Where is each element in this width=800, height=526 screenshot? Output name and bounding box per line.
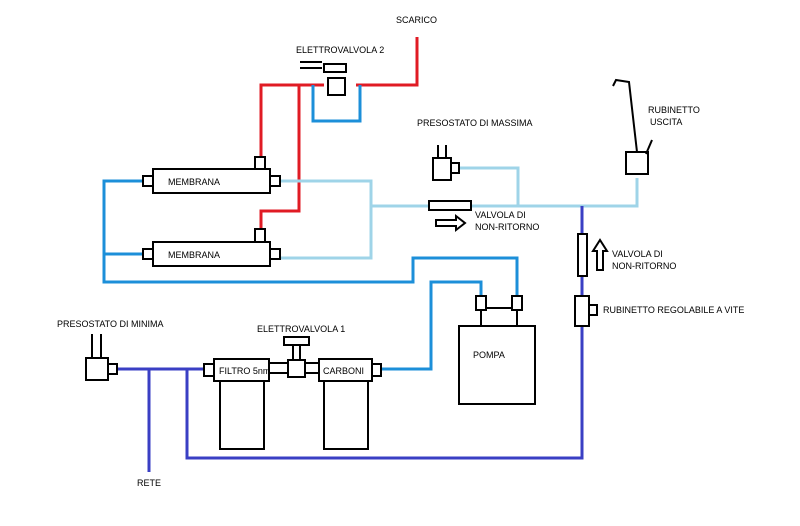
- label-valvola-nr-h-2: NON-RITORNO: [475, 222, 539, 232]
- membrane-bottom-outlet: [269, 248, 281, 260]
- screw-tap-knob: [588, 304, 598, 316]
- label-rubinetto-uscita-2: USCITA: [650, 117, 682, 127]
- valve1-left-port: [268, 362, 289, 374]
- label-valvola-nr-h-1: VALVOLA DI: [475, 210, 526, 220]
- valve1-right-port: [304, 362, 320, 374]
- pump-body: [458, 325, 536, 405]
- pressure-max-body: [432, 157, 452, 181]
- pressure-switch-min: [85, 334, 118, 381]
- screw-tap-body: [574, 295, 590, 327]
- label-membrana-top: MEMBRANA: [168, 177, 220, 187]
- adjustable-screw-tap: [574, 295, 598, 327]
- permeate-top: [280, 179, 373, 260]
- label-elettrovalvola-1: ELETTROVALVOLA 1: [257, 324, 345, 334]
- pump: [458, 295, 536, 405]
- filter-inlet-port: [203, 363, 215, 377]
- carbon-outlet-port: [371, 363, 382, 377]
- label-filtro: FILTRO 5nm: [219, 366, 270, 376]
- valve2-body: [327, 77, 346, 96]
- membrane-top-drain: [254, 156, 266, 170]
- check-valve-vertical: [577, 233, 609, 277]
- feed-to-tap: [185, 326, 584, 460]
- membrane-top: [142, 156, 281, 194]
- discharge-pipe-main: [356, 37, 419, 87]
- label-membrana-bottom: MEMBRANA: [168, 250, 220, 260]
- membrane-bottom-inlet: [142, 248, 154, 260]
- pump-inlet-pipe: [371, 280, 483, 371]
- pressure-max-port: [450, 162, 460, 174]
- valve1-top: [283, 336, 310, 346]
- treated-pipes: [102, 85, 519, 371]
- label-valvola-nr-v-1: VALVOLA DI: [612, 249, 663, 259]
- feed-pipes: [117, 206, 584, 472]
- discharge-pipes: [259, 37, 419, 229]
- membrane-top-outlet: [269, 175, 281, 187]
- valve1-body: [287, 359, 306, 378]
- membrane-bottom: [142, 228, 281, 267]
- pump-outlet: [511, 295, 523, 311]
- label-valvola-nr-v-2: NON-RITORNO: [612, 261, 676, 271]
- membrane-top-inlet: [142, 175, 154, 187]
- label-rubinetto-uscita-1: RUBINETTO: [648, 105, 700, 115]
- permeate-main: [371, 178, 639, 208]
- membrane-bottom-drain: [254, 228, 266, 243]
- label-elettrovalvola-2: ELETTROVALVOLA 2: [296, 45, 384, 55]
- discharge-pipe-down-1: [259, 85, 301, 229]
- pressure-switch-max: [432, 145, 460, 181]
- check-valve-horizontal: [428, 200, 472, 233]
- sediment-filter: [203, 358, 270, 450]
- membrane-feed-loop: [102, 179, 519, 296]
- label-carboni: CARBONI: [323, 366, 364, 376]
- label-pompa: POMPA: [473, 350, 505, 360]
- arrow-right-icon: [435, 213, 467, 233]
- valve2-bypass-pipe: [311, 85, 362, 123]
- solenoid-valve-1: [268, 336, 320, 378]
- carbon-housing: [323, 380, 369, 450]
- filter-housing: [219, 380, 265, 450]
- faucet-body: [625, 151, 649, 175]
- label-presostato-minima: PRESOSTATO DI MINIMA: [57, 319, 164, 329]
- output-faucet: [612, 78, 653, 175]
- label-rubinetto-regolabile: RUBINETTO REGOLABILE A VITE: [603, 305, 744, 315]
- label-presostato-massima: PRESOSTATO DI MASSIMA: [417, 118, 533, 128]
- pressure-min-port: [107, 363, 118, 375]
- arrow-up-icon: [591, 238, 609, 271]
- label-scarico: SCARICO: [396, 15, 437, 25]
- solenoid-valve-2: [300, 61, 347, 96]
- faucet-handle: [645, 139, 653, 155]
- label-rete: RETE: [137, 478, 161, 488]
- faucet-spout: [612, 78, 638, 153]
- pump-inlet: [475, 295, 487, 311]
- pressure-max-branch: [459, 166, 520, 206]
- carbon-filter: [318, 358, 382, 450]
- check-valve-h-body: [428, 200, 472, 211]
- pressure-min-body: [85, 357, 109, 381]
- discharge-pipe-from-valve: [259, 83, 324, 157]
- check-valve-v-body: [577, 233, 588, 277]
- valve2-top: [323, 63, 347, 73]
- pump-head: [480, 307, 518, 327]
